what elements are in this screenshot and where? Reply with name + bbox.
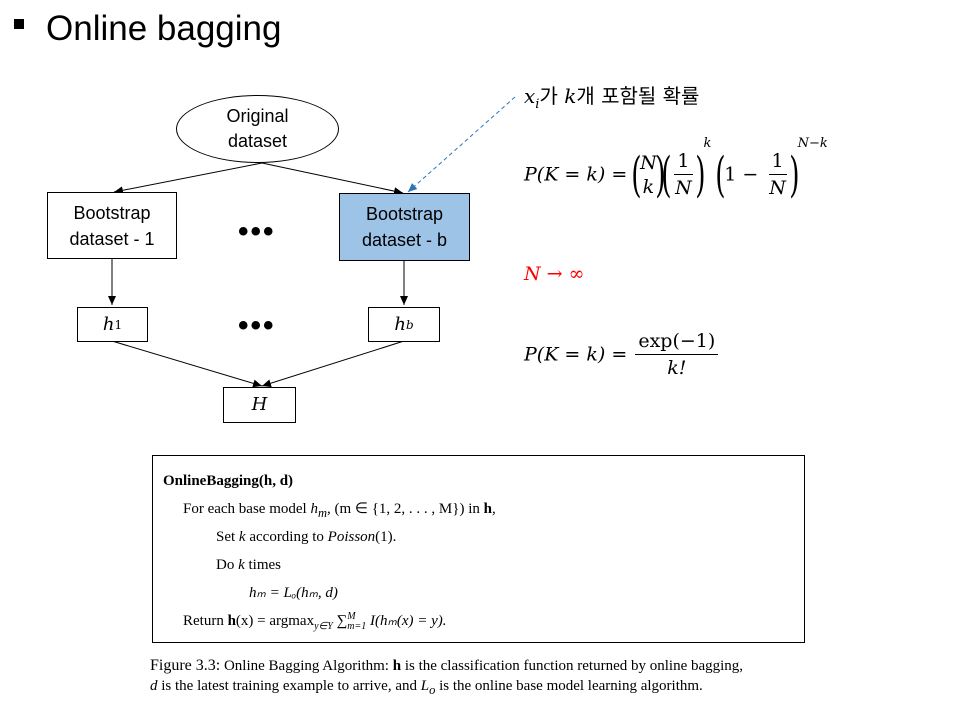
arrow-hb-to-H: [261, 340, 405, 388]
l1c: m: [317, 506, 327, 520]
H-label: H: [251, 394, 268, 415]
exponent-k: k: [703, 136, 712, 151]
algorithm-line-1: For each base model hm, (m ∈ {1, 2, . . …: [183, 499, 496, 523]
l1e: h: [483, 501, 492, 517]
label-ga: 가: [539, 84, 565, 108]
caption-e: is the latest training example to arrive…: [157, 678, 421, 694]
l5a: Return: [183, 613, 228, 629]
caption-d: d: [150, 678, 158, 694]
original-dataset-node: Original dataset: [176, 95, 339, 163]
algorithm-line-4: hₘ = Lₒ(hₘ, d): [249, 583, 338, 603]
title-bullet: [14, 19, 24, 29]
l5e: ∑: [332, 613, 348, 629]
label-x: x: [524, 84, 536, 108]
bootstrap-dataset-b-node: Bootstrap dataset - b: [339, 193, 470, 261]
slide-title: Online bagging: [46, 9, 282, 48]
frac-num-2: 1: [768, 150, 787, 175]
label-i: i: [535, 97, 540, 112]
poisson-num: exp(−1): [635, 330, 719, 355]
caption-a: Online Bagging Algorithm:: [220, 658, 393, 674]
frac-den: N: [675, 177, 692, 199]
caption-figure: Figure 3.3:: [150, 657, 221, 674]
arrow-original-to-bootstrap-1: [113, 162, 263, 195]
l5h: I(hₘ(x) = y).: [366, 613, 447, 629]
l2e: (1).: [375, 529, 397, 545]
bootstrap-dataset-1-node: Bootstrap dataset - 1: [47, 192, 177, 259]
one-minus: 1 −: [724, 163, 765, 186]
l1f: ,: [491, 501, 496, 517]
poisson-den: k!: [667, 357, 687, 379]
algorithm-box: OnlineBagging(h, d) For each base model …: [152, 455, 805, 643]
algorithm-line-3: Do k times: [216, 555, 281, 575]
l3c: times: [244, 557, 282, 573]
l3b: k: [238, 557, 245, 573]
h1-base: h: [102, 313, 115, 335]
caption-h: is the online base model learning algori…: [435, 678, 703, 694]
l4: hₘ = Lₒ(hₘ, d): [249, 585, 338, 601]
ellipsis-top: •••: [238, 215, 276, 248]
algorithm-header: OnlineBagging(h, d): [163, 471, 293, 491]
l1a: For each base model: [183, 501, 311, 517]
poisson-fraction: exp(−1)k!: [635, 330, 719, 379]
binomial-lhs: P(K = k) =: [524, 163, 634, 186]
frac-num: 1: [674, 150, 693, 175]
caption-b: h: [392, 658, 402, 674]
arrow-h1-to-H: [111, 340, 263, 388]
arrow-original-to-bootstrap-b: [261, 162, 404, 196]
l2b: k: [238, 529, 246, 545]
l5f: M: [347, 610, 356, 622]
annotation-pointer-arrow: [407, 96, 516, 193]
label-rest: 개 포함될 확률: [576, 84, 700, 108]
poisson-lhs: P(K = k) =: [524, 343, 634, 366]
caption-g: o: [429, 683, 436, 697]
algorithm-args: (h, d): [258, 473, 294, 489]
exponent-n-minus-k: N−k: [797, 136, 828, 151]
l2d: Poisson: [327, 529, 376, 545]
l5d: y∈Y: [314, 621, 333, 632]
label-k: k: [564, 84, 577, 108]
l5b: h: [227, 613, 236, 629]
probability-label: xi가 k개 포함될 확률: [524, 80, 699, 112]
l2a: Set: [216, 529, 239, 545]
algorithm-line-2: Set k according to Poisson(1).: [216, 527, 396, 547]
poisson-formula: P(K = k) = exp(−1)k!: [524, 330, 720, 379]
l3a: Do: [216, 557, 239, 573]
hb-base: h: [394, 313, 406, 335]
l5g: m=1: [347, 620, 367, 632]
h1-sub: 1: [114, 317, 123, 332]
caption-f: L: [420, 678, 430, 694]
binom-bottom: k: [642, 175, 655, 198]
l1b: h: [310, 501, 318, 517]
l5c: (x) = argmax: [235, 613, 315, 629]
hb-sub: b: [405, 317, 414, 332]
caption-c: is the classification function returned …: [401, 658, 744, 674]
H-node: H: [223, 387, 296, 423]
algorithm-name: OnlineBagging: [163, 473, 259, 489]
binom-top: N: [640, 151, 657, 174]
frac-den-2: N: [769, 177, 786, 199]
ellipsis-middle: •••: [238, 309, 276, 342]
l1d: , (m ∈ {1, 2, . . . , M}) in: [327, 501, 484, 517]
limit-expression: N → ∞: [524, 263, 585, 285]
figure-caption: Figure 3.3: Online Bagging Algorithm: h …: [150, 656, 830, 700]
l2c: according to: [245, 529, 328, 545]
